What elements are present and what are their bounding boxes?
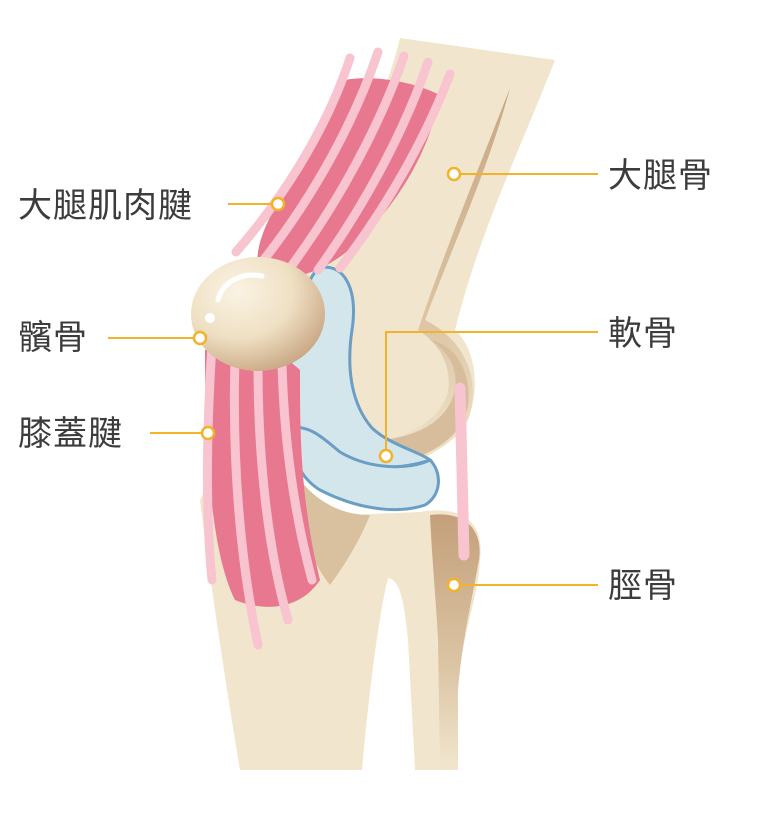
patella-highlight xyxy=(215,272,265,303)
label-cartilage: 軟骨 xyxy=(608,314,678,354)
cartilage-meniscus xyxy=(288,425,440,512)
label-tibia: 脛骨 xyxy=(608,566,678,606)
patella-highlight-dot xyxy=(205,313,215,323)
patellar-tendon xyxy=(203,340,320,650)
tendon-fiber xyxy=(335,69,455,273)
label-quadriceps-tendon: 大腿肌肉腱 xyxy=(18,186,193,226)
tibia-plateau-shading xyxy=(299,480,370,585)
marker-patellar-tendon xyxy=(200,425,216,441)
quadriceps-tendon-fibers xyxy=(231,47,455,275)
leader-lines xyxy=(108,173,598,586)
femur-condyle-shading xyxy=(382,340,469,466)
label-patellar-tendon: 膝蓋腱 xyxy=(18,414,123,454)
tendon-fiber xyxy=(277,357,317,585)
patellar-tendon-fibers xyxy=(203,340,317,650)
lateral-ligament xyxy=(454,382,470,561)
marker-quadriceps xyxy=(270,196,286,212)
marker-tibia xyxy=(446,577,462,593)
tendon-fiber xyxy=(229,355,263,650)
tendon-fiber xyxy=(203,340,217,585)
quadriceps-muscle xyxy=(231,47,455,279)
marker-patella xyxy=(192,330,208,346)
tendon-fiber xyxy=(257,47,383,267)
label-femur: 大腿骨 xyxy=(608,156,713,196)
tibia-shaft-shading xyxy=(430,514,480,770)
tendon-fiber xyxy=(313,57,433,275)
patella xyxy=(191,257,325,371)
marker-femur xyxy=(446,166,462,182)
femur-shadow xyxy=(378,88,510,470)
tendon-fiber xyxy=(285,51,409,273)
tendon-fiber xyxy=(253,360,293,625)
label-patella: 髕骨 xyxy=(18,318,88,358)
leader-markers xyxy=(192,166,462,593)
leader-cartilage xyxy=(385,331,598,456)
tendon-fiber xyxy=(231,53,355,257)
marker-cartilage xyxy=(378,448,394,464)
